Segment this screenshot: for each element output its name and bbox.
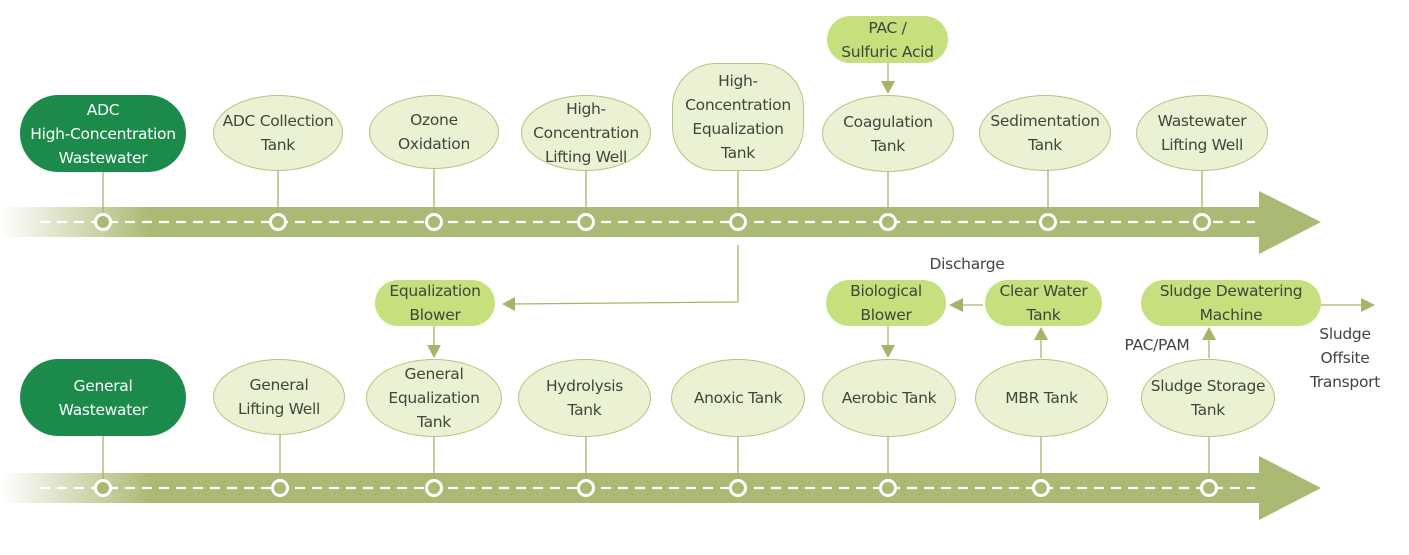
top-process-arrow	[0, 191, 1321, 254]
hydrolysis-tank[interactable]: Hydrolysis Tank	[518, 359, 651, 437]
sludge-dewatering-machine[interactable]: Sludge Dewatering Machine	[1141, 280, 1321, 326]
clear-water-tank[interactable]: Clear Water Tank	[985, 280, 1102, 326]
top-track-bar	[0, 207, 1262, 237]
top-stems	[102, 168, 1203, 214]
dewatering-to-offsite-arrow	[1320, 298, 1375, 312]
blower-to-aerobic-arrow	[881, 326, 895, 358]
high-concentration-equalization-tank[interactable]: High- Concentration Equalization Tank	[672, 63, 804, 171]
mbr-to-clear-water-arrow	[1034, 327, 1048, 358]
equalization-blower[interactable]: Equalization Blower	[375, 280, 495, 326]
bottom-node-markers	[94, 479, 1218, 497]
ozone-oxidation[interactable]: Ozone Oxidation	[369, 95, 499, 169]
pac-sulfuric-acid-dosing[interactable]: PAC / Sulfuric Acid	[827, 16, 948, 63]
biological-blower[interactable]: Biological Blower	[826, 280, 946, 326]
mbr-tank[interactable]: MBR Tank	[975, 359, 1108, 437]
general-equalization-tank[interactable]: General Equalization Tank	[366, 359, 502, 437]
anoxic-tank[interactable]: Anoxic Tank	[671, 359, 805, 437]
adc-collection-tank[interactable]: ADC Collection Tank	[213, 95, 343, 171]
pac-pam-label: PAC/PAM	[1124, 336, 1190, 354]
wastewater-lifting-well[interactable]: Wastewater Lifting Well	[1136, 95, 1268, 171]
general-wastewater-source[interactable]: General Wastewater	[20, 359, 186, 436]
bottom-track-bar	[0, 473, 1262, 503]
clear-water-to-blower-arrow	[949, 298, 983, 312]
bottom-process-arrow	[0, 456, 1321, 520]
bottom-track-arrowhead	[1259, 456, 1321, 520]
aerobic-tank[interactable]: Aerobic Tank	[822, 359, 956, 437]
dosing-arrow	[881, 62, 895, 94]
equalization-blower-connector	[502, 245, 739, 311]
sedimentation-tank[interactable]: Sedimentation Tank	[979, 95, 1111, 171]
adc-wastewater-source[interactable]: ADC High-Concentration Wastewater	[20, 95, 186, 172]
top-track-arrowhead	[1259, 191, 1321, 254]
high-concentration-lifting-well[interactable]: High- Concentration Lifting Well	[521, 95, 651, 171]
discharge-label: Discharge	[929, 255, 1005, 273]
equalization-blower-down-arrow	[427, 325, 441, 358]
top-node-markers	[94, 213, 1211, 231]
coagulation-tank[interactable]: Coagulation Tank	[822, 95, 954, 172]
storage-to-dewatering-arrow	[1202, 327, 1216, 358]
bottom-stems	[102, 434, 1210, 480]
general-lifting-well[interactable]: General Lifting Well	[213, 359, 345, 435]
sludge-storage-tank[interactable]: Sludge Storage Tank	[1141, 359, 1275, 437]
sludge-offsite-transport-label: Sludge Offsite Transport	[1309, 325, 1381, 391]
